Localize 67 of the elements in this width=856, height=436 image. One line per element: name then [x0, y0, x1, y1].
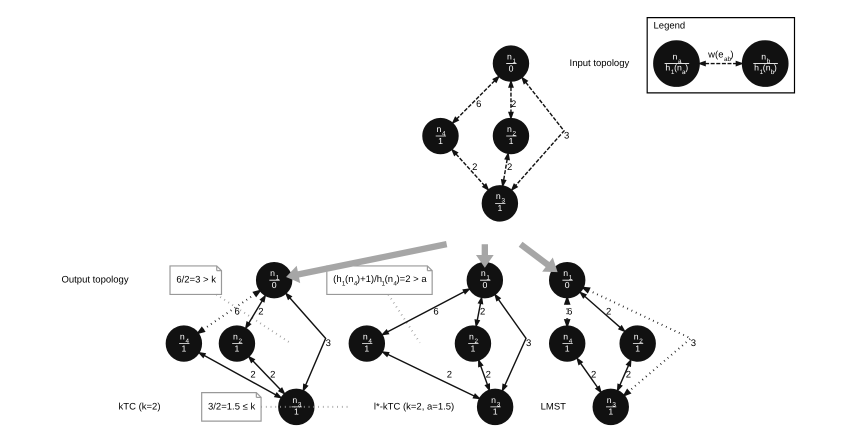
edge-label: 3	[564, 130, 570, 142]
edge-label: 6	[433, 306, 439, 318]
arrow	[494, 293, 527, 392]
node-circle: n$_{4}$ 1	[548, 325, 586, 362]
arrow	[247, 355, 286, 396]
edge-label: 2	[590, 370, 596, 381]
node-circle: n$_{2}$ 1	[619, 325, 656, 362]
node-circle: n$_{1}$ 0	[466, 262, 504, 298]
arrow	[286, 241, 448, 284]
node-circle: n$_{1}$ 0	[256, 262, 292, 298]
label: LMST	[540, 401, 566, 412]
edge-label: 2	[510, 98, 516, 110]
edge-label: 2	[507, 162, 512, 174]
arrow	[510, 76, 565, 192]
arrow	[478, 358, 490, 392]
label: kTC (k=2)	[118, 401, 160, 412]
arrow	[474, 296, 484, 328]
node-circle: n$_{4}$ 1	[348, 325, 386, 362]
edge-label: 2	[446, 370, 452, 381]
arrow	[450, 148, 490, 192]
node-circle: n$_{1}$ 0	[548, 262, 586, 298]
arrow	[518, 242, 558, 272]
arrow	[244, 294, 266, 330]
connector	[388, 294, 421, 344]
edge-label: 3	[326, 338, 331, 349]
arrow	[380, 288, 472, 336]
arrow	[580, 286, 692, 398]
edge-label: 2	[486, 370, 491, 381]
arrow	[284, 292, 326, 392]
node-circle: n$_{1}$ 0	[492, 45, 530, 82]
node-circle: n$_{2}$ 1	[454, 325, 492, 362]
node-circle: n$_{2}$ 1	[218, 325, 256, 362]
label: Input topology	[570, 58, 630, 70]
arrow	[380, 351, 482, 400]
arrow	[578, 291, 626, 333]
edge-label: 2	[270, 370, 276, 381]
node-circle: n$_{3}$ 1	[592, 388, 629, 426]
arrow	[500, 152, 510, 188]
node-circle: n$_{4}$ 1	[166, 325, 202, 362]
edge-label: 2	[258, 306, 264, 318]
edge-label: 6	[234, 306, 240, 318]
node-circle: n$_{3}$ 1	[482, 185, 518, 222]
node-circle: n$_{2}$ 1	[492, 118, 530, 154]
edge-label: 2	[250, 370, 256, 381]
edge-label: 2	[626, 370, 632, 381]
arrow	[476, 244, 494, 268]
node-circle: n$_{3}$ 1	[278, 388, 315, 426]
arrow	[576, 356, 602, 394]
edge-label: 2	[480, 306, 486, 318]
edge-label: w(e$_{ab}$)	[708, 50, 734, 64]
label: l*-kTC (k=2, a=1.5)	[374, 401, 454, 412]
edge-label: 2	[472, 162, 478, 174]
arrow	[196, 289, 262, 335]
edge-label: 3	[690, 338, 696, 349]
arrow	[616, 358, 632, 392]
label: Output topology	[62, 274, 129, 286]
arrow	[508, 79, 514, 120]
node-circle: n$_{3}$ 1	[476, 388, 514, 426]
node-circle: n$_{4}$ 1	[422, 118, 459, 154]
arrow	[451, 75, 500, 124]
connector	[261, 406, 349, 408]
edge-label: 6	[567, 306, 572, 318]
connector	[216, 294, 290, 344]
arrow	[697, 60, 744, 66]
edge-label: 3	[526, 338, 532, 349]
edge-label: 6	[476, 98, 482, 110]
edge-label: 2	[606, 306, 612, 318]
